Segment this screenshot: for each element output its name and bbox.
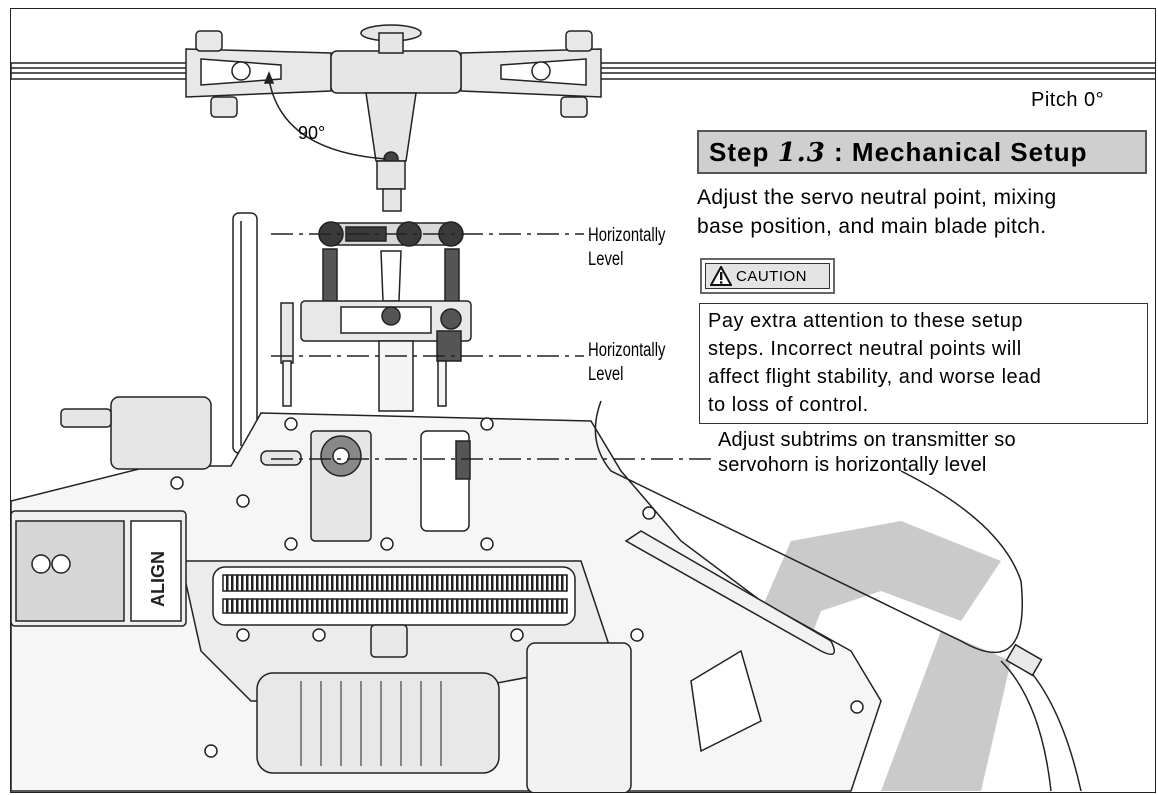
servo-brand-label: ALIGN (148, 551, 168, 607)
electronics-module (11, 510, 187, 627)
step-description: Adjust the servo neutral point, mixing b… (697, 183, 1157, 241)
step-title: Step 1.3 : Mechanical Setup (697, 130, 1147, 174)
caution-badge: CAUTION (700, 258, 835, 294)
main-shaft (282, 340, 447, 412)
washout-assembly (318, 221, 464, 310)
description-line: base position, and main blade pitch. (697, 215, 1047, 238)
level-label-line: Horizontally (588, 225, 666, 246)
step-prefix: Step (709, 137, 778, 167)
level-label-line: Level (588, 249, 624, 270)
rotor-hub (330, 24, 462, 212)
blade-grip-right (460, 30, 602, 118)
caution-line: steps. Incorrect neutral points will (708, 338, 1022, 360)
level-reference-lines (271, 233, 713, 460)
angle-label: 90° (298, 123, 326, 143)
step-number: 1.3 (777, 138, 826, 168)
motor (256, 642, 632, 792)
caution-line: affect flight stability, and worse lead (708, 366, 1042, 388)
subtrim-line: Adjust subtrims on transmitter so (718, 429, 1016, 451)
caution-message-box: Pay extra attention to these setup steps… (699, 303, 1148, 424)
level-label-upper: Horizontally Level (588, 224, 665, 272)
main-blade-right (540, 62, 1155, 80)
caution-label: CAUTION (736, 267, 807, 285)
angle-arc (263, 70, 387, 160)
receiver-box (60, 396, 212, 470)
description-line: Adjust the servo neutral point, mixing (697, 186, 1057, 209)
helicopter-head-drawing: ALIGN (11, 24, 1155, 792)
main-gear (212, 566, 576, 658)
subtrim-note: Adjust subtrims on transmitter so servoh… (718, 428, 1016, 478)
caution-line: Pay extra attention to these setup (708, 310, 1023, 332)
caution-line: to loss of control. (708, 394, 869, 416)
tail-boom-support (594, 400, 1082, 792)
pitch-label: Pitch 0° (1031, 89, 1105, 111)
canopy-mount (232, 212, 258, 454)
level-label-line: Horizontally (588, 340, 666, 361)
blade-grip-left (185, 30, 332, 118)
swashplate (280, 300, 472, 364)
level-label-line: Level (588, 364, 624, 385)
warning-icon (710, 266, 732, 286)
level-label-lower: Horizontally Level (588, 339, 665, 387)
subtrim-line: servohorn is horizontally level (718, 454, 987, 476)
step-suffix: : Mechanical Setup (825, 137, 1088, 167)
